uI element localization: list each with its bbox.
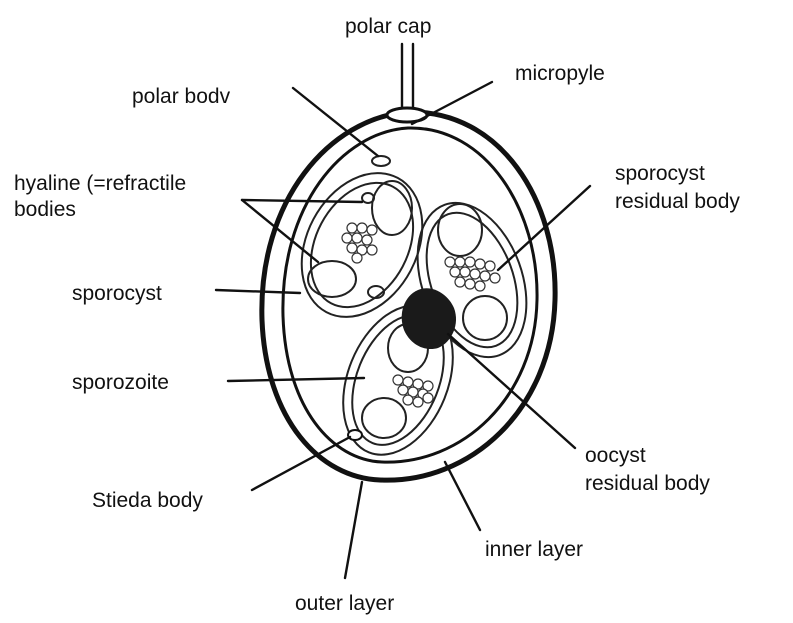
- leader-outer-layer: [345, 482, 362, 578]
- leader-hyaline-2: [242, 200, 318, 262]
- label-oocyst-residual-line1: oocyst: [585, 444, 646, 467]
- label-polar-cap: polar cap: [345, 15, 431, 38]
- label-outer-layer: outer layer: [295, 592, 394, 615]
- label-hyaline-line1: hyaline (=refractile: [14, 172, 186, 195]
- label-stieda-body: Stieda body: [92, 489, 203, 512]
- leader-oocyst-residual: [448, 334, 575, 448]
- label-sporocyst-residual-line1: sporocyst: [615, 162, 705, 185]
- label-polar-body: polar bodv: [132, 85, 231, 108]
- labels: polar cap micropyle polar bodv hyaline (…: [14, 15, 740, 615]
- leader-sporozoite: [228, 378, 364, 381]
- sporocyst-residual-granules-1: [342, 223, 377, 263]
- oocyst-wall: [262, 112, 555, 480]
- leader-hyaline-1: [242, 200, 362, 202]
- polar-cap-shape: [387, 44, 427, 122]
- label-inner-layer: inner layer: [485, 538, 583, 561]
- polar-body-shape: [372, 156, 390, 166]
- label-sporozoite: sporozoite: [72, 371, 169, 394]
- label-micropyle: micropyle: [515, 62, 605, 85]
- leader-sporocyst-residual: [498, 186, 590, 270]
- label-oocyst-residual-line2: residual body: [585, 472, 710, 495]
- leader-inner-layer: [445, 462, 480, 530]
- oocyst-residual-body-shape: [402, 288, 456, 349]
- label-sporocyst: sporocyst: [72, 282, 162, 305]
- label-sporocyst-residual-line2: residual body: [615, 190, 740, 213]
- label-hyaline-line2: bodies: [14, 198, 76, 221]
- outer-layer-wall: [262, 112, 555, 480]
- leader-stieda-body: [252, 437, 350, 490]
- leader-sporocyst: [216, 290, 300, 293]
- sporocyst-residual-granules-2: [445, 257, 500, 291]
